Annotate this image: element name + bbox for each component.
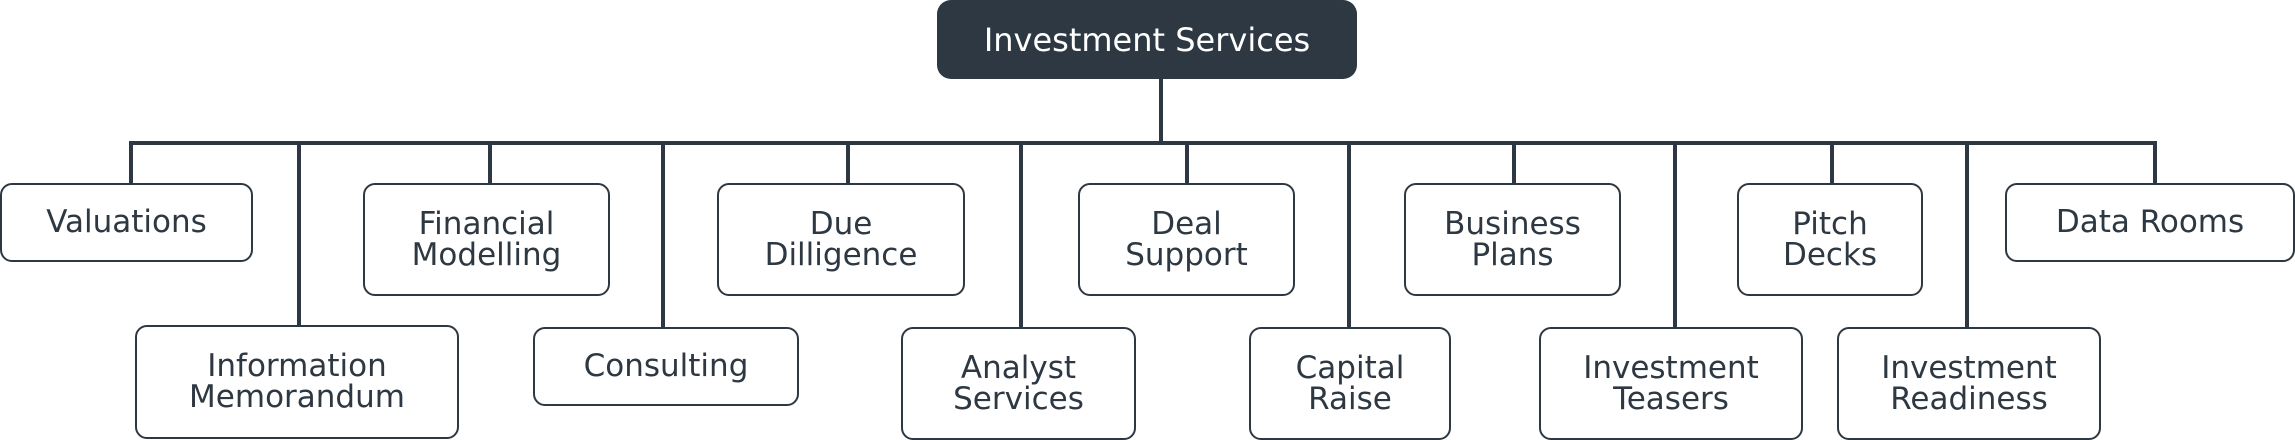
node-investment-readiness: Investment Readiness <box>1837 327 2101 440</box>
node-business-plans: Business Plans <box>1404 183 1621 296</box>
node-data-rooms: Data Rooms <box>2005 183 2295 262</box>
node-valuations: Valuations <box>0 183 253 262</box>
node-pitch-decks: Pitch Decks <box>1737 183 1923 296</box>
node-capital-raise: Capital Raise <box>1249 327 1451 440</box>
node-financial-modelling: Financial Modelling <box>363 183 610 296</box>
node-due-dilligence: Due Dilligence <box>717 183 965 296</box>
root-node-investment-services: Investment Services <box>937 0 1357 79</box>
node-deal-support: Deal Support <box>1078 183 1295 296</box>
node-information-memorandum: Information Memorandum <box>135 325 459 439</box>
node-investment-teasers: Investment Teasers <box>1539 327 1803 440</box>
node-analyst-services: Analyst Services <box>901 327 1136 440</box>
node-consulting: Consulting <box>533 327 799 406</box>
